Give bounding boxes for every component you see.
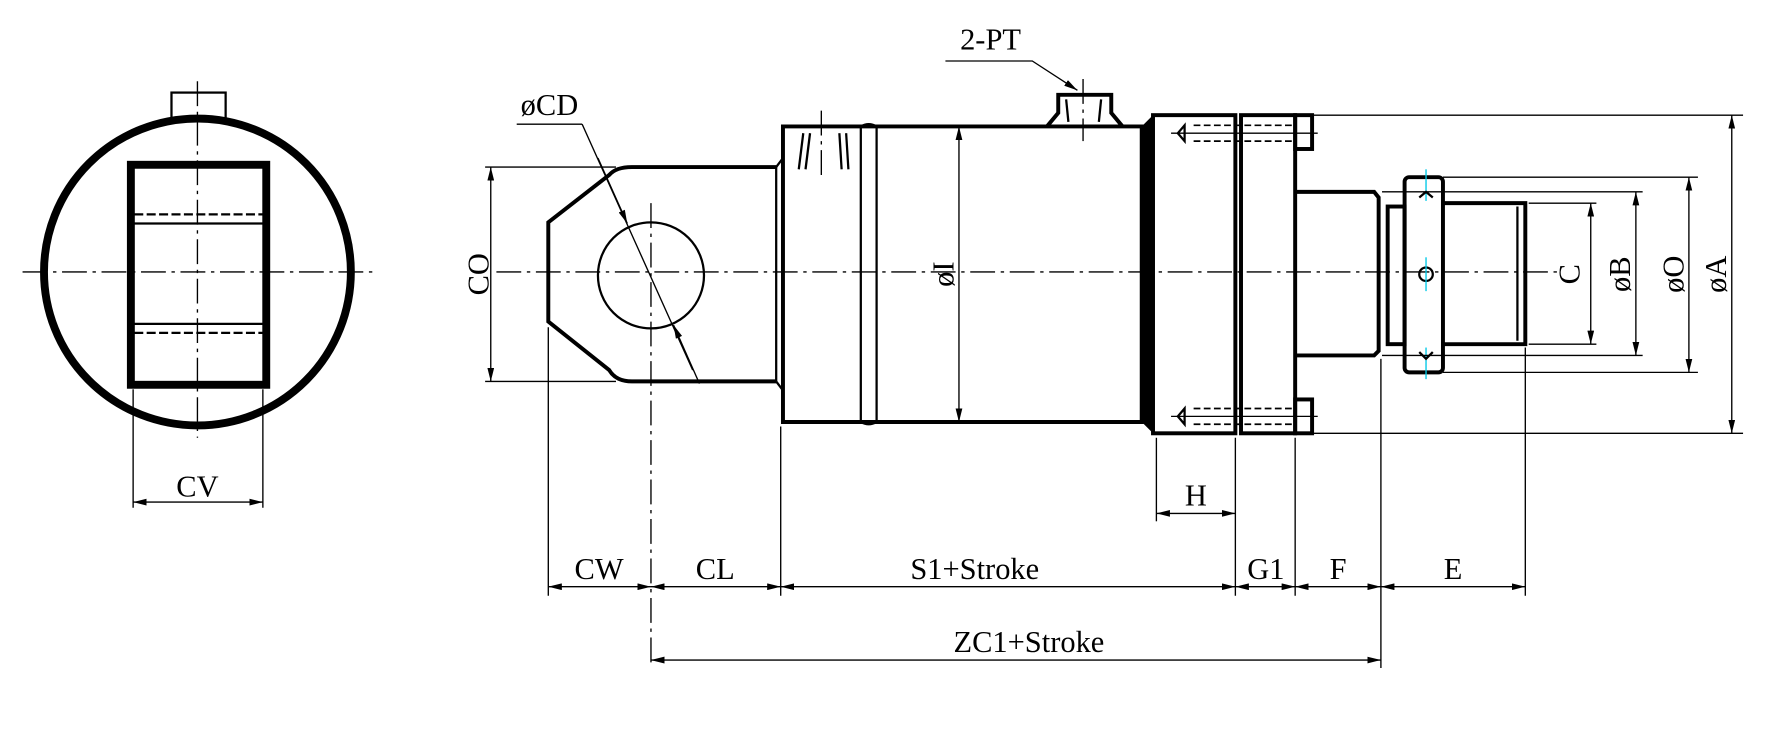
label-b: øB — [1603, 256, 1637, 292]
barrel-outline — [40, 114, 355, 430]
label-c: C — [1552, 264, 1586, 284]
piston-rod — [1295, 189, 1381, 358]
label-i: øI — [926, 262, 960, 287]
label-f: F — [1330, 552, 1347, 586]
label-co: CO — [462, 253, 496, 295]
label-zc1: ZC1+Stroke — [953, 625, 1104, 659]
clevis-slot — [126, 160, 271, 389]
label-cl: CL — [696, 552, 735, 586]
port-2pt — [1045, 92, 1125, 128]
head-flange — [1151, 113, 1238, 436]
rod-collar — [1402, 175, 1445, 375]
rod-nut — [1385, 204, 1407, 347]
rod-eye-clevis — [546, 165, 777, 384]
label-a: øA — [1699, 256, 1733, 293]
end-view: CV — [22, 81, 375, 508]
label-e: E — [1444, 552, 1463, 586]
bolt-head-top — [1293, 113, 1315, 151]
label-s1: S1+Stroke — [910, 552, 1039, 586]
label-h: H — [1185, 478, 1207, 512]
label-cd: øCD — [521, 88, 579, 122]
label-g1: G1 — [1247, 552, 1284, 586]
label-o: øO — [1656, 256, 1690, 293]
barrel — [780, 124, 1144, 424]
barrel-band — [859, 123, 878, 426]
label-cv: CV — [176, 469, 218, 503]
rod-thread — [1442, 201, 1528, 347]
label-cw: CW — [575, 552, 624, 586]
front-flange — [1239, 113, 1298, 436]
label-2pt: 2-PT — [960, 23, 1021, 57]
tie-bolts — [1171, 122, 1318, 428]
side-view: 2-PT øCD CO øI øA øO øB C — [462, 23, 1744, 668]
